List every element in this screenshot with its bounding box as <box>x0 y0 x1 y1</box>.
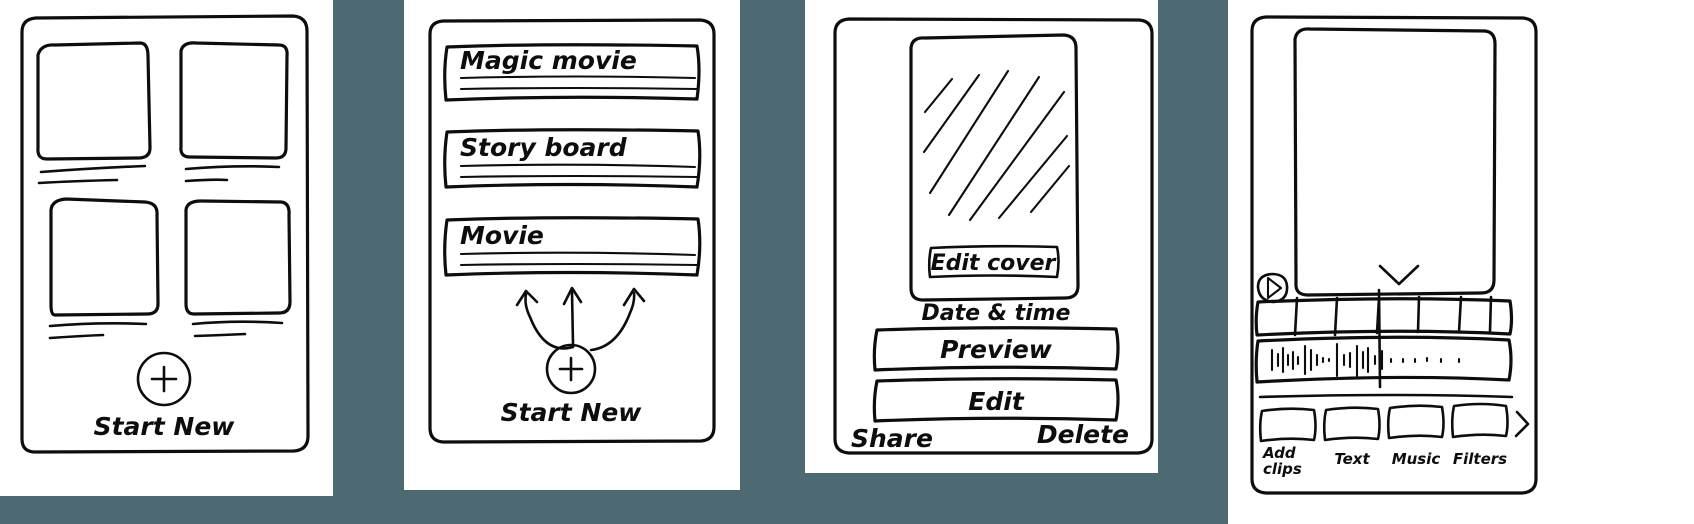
screen-video-editor: Add clips Text Music Filters <box>1247 12 1541 499</box>
play-button[interactable] <box>1256 272 1289 304</box>
option-story-board-line-2 <box>459 174 699 179</box>
clip-divider-1 <box>1293 296 1299 337</box>
plus-icon <box>150 365 178 393</box>
sketch-sheet-new-project <box>404 0 740 490</box>
start-new-label: Start New <box>94 412 236 441</box>
screen-new-project-menu: Magic movie Story board Movie <box>425 17 720 445</box>
clip-divider-2 <box>1333 296 1339 337</box>
edit-cover-label: Edit cover <box>931 251 1057 276</box>
option-story-board-title: Story board <box>460 133 628 162</box>
option-movie-title: Movie <box>460 221 544 250</box>
clip-divider-6 <box>1488 295 1493 333</box>
sketch-sheet-home <box>0 0 333 496</box>
tool-filters[interactable]: Filters <box>1450 402 1509 468</box>
video-preview[interactable] <box>1293 27 1497 297</box>
start-new-fab[interactable] <box>136 351 192 407</box>
screen-project-detail: Edit cover Date & time Preview Edit Shar… <box>829 15 1159 459</box>
option-movie-line-2 <box>459 262 699 267</box>
project-card-1-caption-line-2 <box>37 178 119 185</box>
screen-home-gallery: Start New <box>14 12 314 457</box>
tool-music-label: Music <box>1392 450 1441 468</box>
play-icon <box>1266 276 1283 300</box>
option-magic-movie-line-1 <box>459 75 697 80</box>
option-story-board-line-1 <box>459 163 697 169</box>
chevron-down-icon[interactable] <box>1378 264 1420 286</box>
toolbar-divider <box>1258 393 1514 399</box>
option-magic-movie-title: Magic movie <box>460 46 637 75</box>
edit-button[interactable]: Edit <box>872 377 1120 423</box>
phone-frame <box>428 18 716 444</box>
edit-label: Edit <box>968 387 1025 416</box>
plus-icon <box>558 356 584 382</box>
phone-frame <box>833 17 1154 455</box>
tool-text-label: Text <box>1334 450 1370 468</box>
tool-add-clips-label-line-1: Add <box>1262 444 1296 462</box>
start-new-fab[interactable] <box>545 343 597 395</box>
tool-music[interactable]: Music <box>1386 404 1445 468</box>
project-card-2-caption-line-2 <box>184 178 229 183</box>
share-action[interactable]: Share <box>851 424 933 453</box>
cover-thumbnail[interactable]: Edit cover <box>909 33 1080 302</box>
preview-label: Preview <box>940 335 1053 364</box>
option-movie-line-1 <box>459 251 697 257</box>
project-card-3-caption-line-1 <box>48 322 148 328</box>
project-card-4 <box>184 199 292 316</box>
start-new-label: Start New <box>501 398 643 427</box>
tool-add-clips[interactable]: Add clips <box>1258 407 1317 478</box>
project-card-2 <box>179 41 289 160</box>
date-time-label: Date & time <box>922 301 1071 326</box>
option-story-board[interactable]: Story board <box>443 128 702 189</box>
sketch-sheet-project-detail <box>805 0 1158 473</box>
tool-filters-label: Filters <box>1453 450 1507 468</box>
arrow-right <box>589 287 646 352</box>
project-card-4-caption-line-1 <box>191 320 284 326</box>
option-magic-movie-line-2 <box>459 86 699 91</box>
waveform-track[interactable] <box>1254 335 1513 384</box>
playhead[interactable] <box>1377 288 1382 389</box>
tool-add-clips-label-line-2: clips <box>1263 460 1302 478</box>
preview-button[interactable]: Preview <box>872 326 1120 372</box>
cover-hatching <box>922 69 1071 222</box>
project-card-4-caption-line-2 <box>193 332 247 338</box>
chevron-right-icon[interactable] <box>1514 410 1530 438</box>
project-card-1-caption-line-1 <box>39 164 147 174</box>
delete-action[interactable]: Delete <box>1037 420 1129 449</box>
project-card-3-caption-line-2 <box>48 333 105 340</box>
arrow-left <box>515 289 575 350</box>
clip-timeline[interactable] <box>1254 295 1514 337</box>
project-card-1 <box>36 41 152 161</box>
phone-frame <box>1250 15 1538 495</box>
clip-divider-5 <box>1457 295 1463 334</box>
project-card-2-caption-line-1 <box>184 165 281 171</box>
editor-toolbar: Add clips Text Music Filters <box>1258 402 1530 478</box>
clip-divider-4 <box>1416 295 1421 334</box>
phone-frame <box>20 14 310 454</box>
option-magic-movie[interactable]: Magic movie <box>443 43 701 102</box>
waveform-icon <box>1270 342 1461 378</box>
option-movie[interactable]: Movie <box>443 216 702 277</box>
arrow-center <box>562 286 583 346</box>
project-card-3 <box>49 197 160 317</box>
tool-text[interactable]: Text <box>1322 406 1381 468</box>
edit-cover-button[interactable]: Edit cover <box>927 244 1060 279</box>
